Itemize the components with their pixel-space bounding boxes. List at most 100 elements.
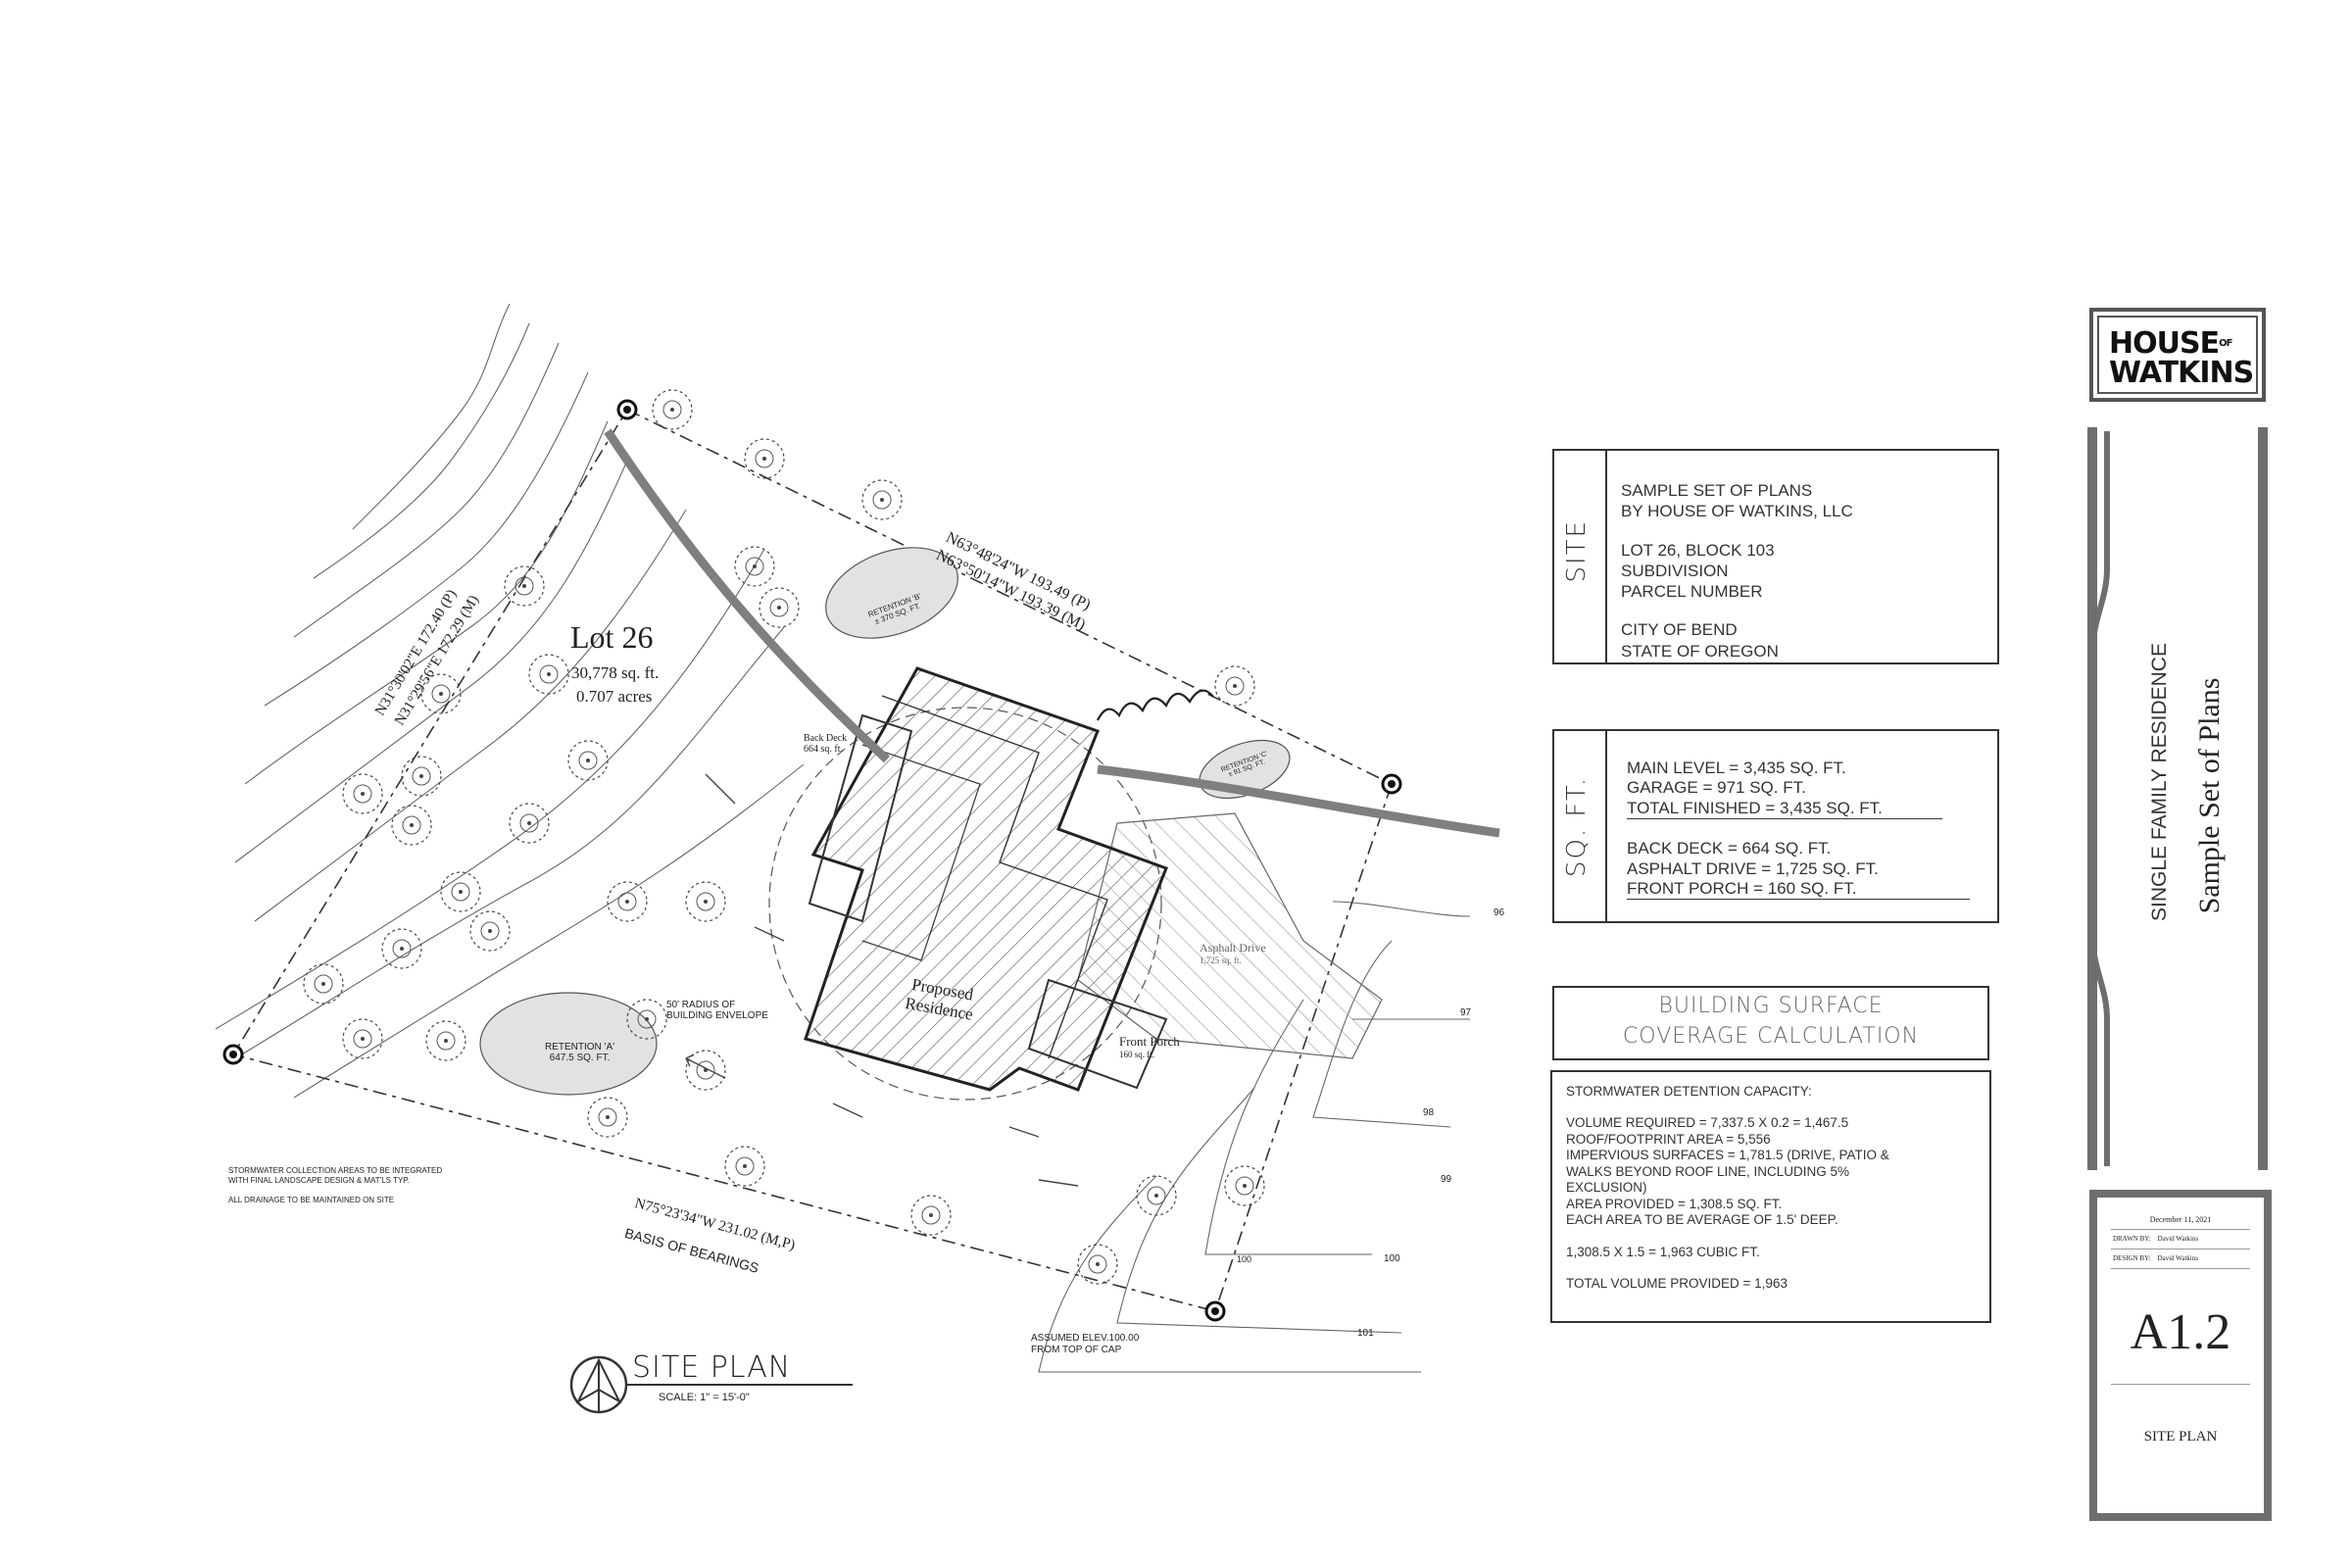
- site-line-4: LOT 26, BLOCK 103: [1621, 540, 1775, 560]
- coverage-line-2: COVERAGE CALCULATION: [1622, 1024, 1920, 1049]
- site-line-2: BY HOUSE OF WATKINS, LLC: [1621, 502, 1853, 521]
- site-info-box: SITE SAMPLE SET OF PLANS BY HOUSE OF WAT…: [1552, 449, 1999, 664]
- sidebar-frame: [2087, 427, 2268, 1170]
- lot-acres: 0.707 acres: [576, 687, 653, 706]
- note-3: ALL DRAINAGE TO BE MAINTAINED ON SITE: [228, 1196, 395, 1204]
- site-info-text: SAMPLE SET OF PLANS BY HOUSE OF WATKINS,…: [1621, 480, 1853, 662]
- sqft-back-deck: BACK DECK = 664 SQ. FT.: [1627, 839, 1832, 858]
- stormwater-impervious: IMPERVIOUS SURFACES = 1,781.5 (DRIVE, PA…: [1566, 1148, 1889, 1163]
- retention-a-text: RETENTION 'A': [545, 1042, 615, 1053]
- contour-99: 99: [1441, 1174, 1452, 1185]
- rock-edge: [1097, 689, 1214, 721]
- sqft-asphalt-drive: ASPHALT DRIVE = 1,725 SQ. FT.: [1627, 858, 1879, 878]
- stormwater-area-provided: AREA PROVIDED = 1,308.5 SQ. FT.: [1566, 1196, 1783, 1211]
- lot-area: 30,778 sq. ft.: [571, 663, 660, 682]
- sidebar-residence: SINGLE FAMILY RESIDENCE: [2148, 643, 2171, 921]
- logo-house-text: HOUSE: [2109, 326, 2220, 361]
- sqft-front-porch: FRONT PORCH = 160 SQ. FT.: [1627, 879, 1970, 901]
- sqft-text: MAIN LEVEL = 3,435 SQ. FT. GARAGE = 971 …: [1627, 759, 1970, 901]
- drawn-by-label: DRAWN BY:: [2113, 1235, 2151, 1243]
- sheet-title: SITE PLAN: [2143, 1429, 2218, 1445]
- site-plan-title: SITE PLAN: [632, 1350, 792, 1385]
- property-boundary: [231, 409, 1393, 1312]
- drainage-arrows: [685, 773, 1079, 1187]
- site-plan-drawing: [215, 303, 1500, 1414]
- retention-a-area: [479, 992, 658, 1096]
- contour-98: 98: [1423, 1107, 1435, 1118]
- design-by-value: David Watkins: [2157, 1254, 2198, 1262]
- site-line-6: PARCEL NUMBER: [1621, 582, 1763, 601]
- stormwater-each-area: EACH AREA TO BE AVERAGE OF 1.5' DEEP.: [1566, 1212, 1838, 1228]
- retention-a-label: RETENTION 'A' 647.5 SQ. FT.: [545, 1042, 614, 1063]
- back-deck-label: Back Deck 664 sq. ft.: [804, 733, 847, 755]
- title-design-by: DESIGN BY: David Watkins: [2113, 1254, 2198, 1262]
- contour-100b: 100: [1237, 1254, 1252, 1264]
- contour-100: 100: [1384, 1253, 1400, 1264]
- sqft-garage: GARAGE = 971 SQ. FT.: [1627, 778, 1806, 798]
- lot-label: Lot 26: [570, 619, 654, 655]
- water-gas-electric-line: [1097, 764, 1500, 838]
- north-arrow-icon: [569, 1355, 853, 1414]
- site-plan-scale: SCALE: 1" = 15'-0": [659, 1392, 750, 1403]
- logo: HOUSEOF WATKINS: [2089, 308, 2266, 402]
- asphalt-drive-label: Asphalt Drive 1,725 sq. ft.: [1200, 941, 1266, 965]
- front-porch-label: Front Porch 160 sq. ft.: [1119, 1034, 1180, 1059]
- title-drawn-by: DRAWN BY: David Watkins: [2113, 1235, 2198, 1243]
- sqft-label: SQ. FT.: [1562, 776, 1592, 878]
- note-2: WITH FINAL LANDSCAPE DESIGN & MAT'LS TYP…: [228, 1176, 410, 1185]
- front-porch-area-text: 160 sq. ft.: [1119, 1050, 1154, 1059]
- assumed-text-1: ASSUMED ELEV.100.00: [1031, 1333, 1140, 1344]
- sqft-label-divider: [1605, 731, 1607, 921]
- stormwater-calc: 1,308.5 X 1.5 = 1,963 CUBIC FT.: [1566, 1244, 1760, 1259]
- logo-of-text: OF: [2219, 338, 2232, 349]
- site-line-8: CITY OF BEND: [1621, 620, 1738, 640]
- contour-96: 96: [1494, 907, 1505, 918]
- sewer-line: [604, 428, 891, 763]
- survey-monuments: [222, 399, 1402, 1322]
- site-line-7: [1621, 602, 1853, 619]
- design-by-label: DESIGN BY:: [2113, 1254, 2151, 1262]
- retention-b-area: [825, 547, 958, 639]
- coverage-header-box: BUILDING SURFACE COVERAGE CALCULATION: [1552, 986, 1989, 1060]
- site-label: SITE: [1562, 519, 1592, 583]
- site-line-9: STATE OF OREGON: [1621, 641, 1779, 661]
- contour-97: 97: [1460, 1007, 1472, 1018]
- retention-a-area-text: 647.5 SQ. FT.: [549, 1053, 611, 1063]
- site-line-3: [1621, 522, 1853, 540]
- assumed-text-2: FROM TOP OF CAP: [1031, 1345, 1122, 1355]
- residence-footprint: [804, 666, 1168, 1092]
- sheet-number: A1.2: [2130, 1304, 2231, 1360]
- radius-text-2: BUILDING ENVELOPE: [666, 1010, 768, 1021]
- title-date: December 11, 2021: [2149, 1215, 2212, 1224]
- logo-line-1: HOUSEOF: [2109, 326, 2232, 361]
- sidebar-title: Sample Set of Plans: [2193, 677, 2226, 914]
- logo-line-2: WATKINS: [2109, 356, 2254, 390]
- note-1: STORMWATER COLLECTION AREAS TO BE INTEGR…: [228, 1166, 443, 1175]
- stormwater-roof-area: ROOF/FOOTPRINT AREA = 5,556: [1566, 1131, 1771, 1147]
- sqft-box: SQ. FT. MAIN LEVEL = 3,435 SQ. FT. GARAG…: [1552, 729, 1999, 923]
- drawn-by-value: David Watkins: [2157, 1235, 2199, 1243]
- title-block: December 11, 2021 DRAWN BY: David Watkin…: [2089, 1190, 2272, 1521]
- front-porch-text: Front Porch: [1119, 1034, 1180, 1049]
- back-deck-text: Back Deck: [804, 733, 848, 744]
- stormwater-volume-required: VOLUME REQUIRED = 7,337.5 X 0.2 = 1,467.…: [1566, 1115, 1849, 1131]
- site-label-divider: [1605, 451, 1607, 662]
- back-deck-area-text: 664 sq. ft.: [804, 744, 843, 755]
- stormwater-text: STORMWATER DETENTION CAPACITY: VOLUME RE…: [1566, 1084, 1889, 1293]
- site-line-5: SUBDIVISION: [1621, 561, 1729, 580]
- radius-label: 50' RADIUS OF BUILDING ENVELOPE: [666, 1000, 768, 1021]
- stormwater-box: STORMWATER DETENTION CAPACITY: VOLUME RE…: [1550, 1070, 1991, 1323]
- coverage-line-1: BUILDING SURFACE: [1658, 994, 1884, 1018]
- contour-101: 101: [1357, 1328, 1374, 1339]
- assumed-elevation: ASSUMED ELEV.100.00 FROM TOP OF CAP: [1031, 1333, 1139, 1356]
- back-deck-area: [808, 713, 913, 923]
- stormwater-title: STORMWATER DETENTION CAPACITY:: [1566, 1084, 1812, 1099]
- stormwater-impervious-2: WALKS BEYOND ROOF LINE, INCLUDING 5%: [1566, 1163, 1850, 1179]
- radius-text-1: 50' RADIUS OF: [666, 1000, 736, 1010]
- stormwater-total: TOTAL VOLUME PROVIDED = 1,963: [1566, 1276, 1788, 1292]
- asphalt-drive-area-text: 1,725 sq. ft.: [1200, 956, 1242, 965]
- site-line-1: SAMPLE SET OF PLANS: [1621, 481, 1813, 500]
- sqft-total-finished: TOTAL FINISHED = 3,435 SQ. FT.: [1627, 799, 1942, 820]
- drainage-notes: STORMWATER COLLECTION AREAS TO BE INTEGR…: [228, 1166, 442, 1205]
- stormwater-impervious-3: EXCLUSION): [1566, 1180, 1647, 1196]
